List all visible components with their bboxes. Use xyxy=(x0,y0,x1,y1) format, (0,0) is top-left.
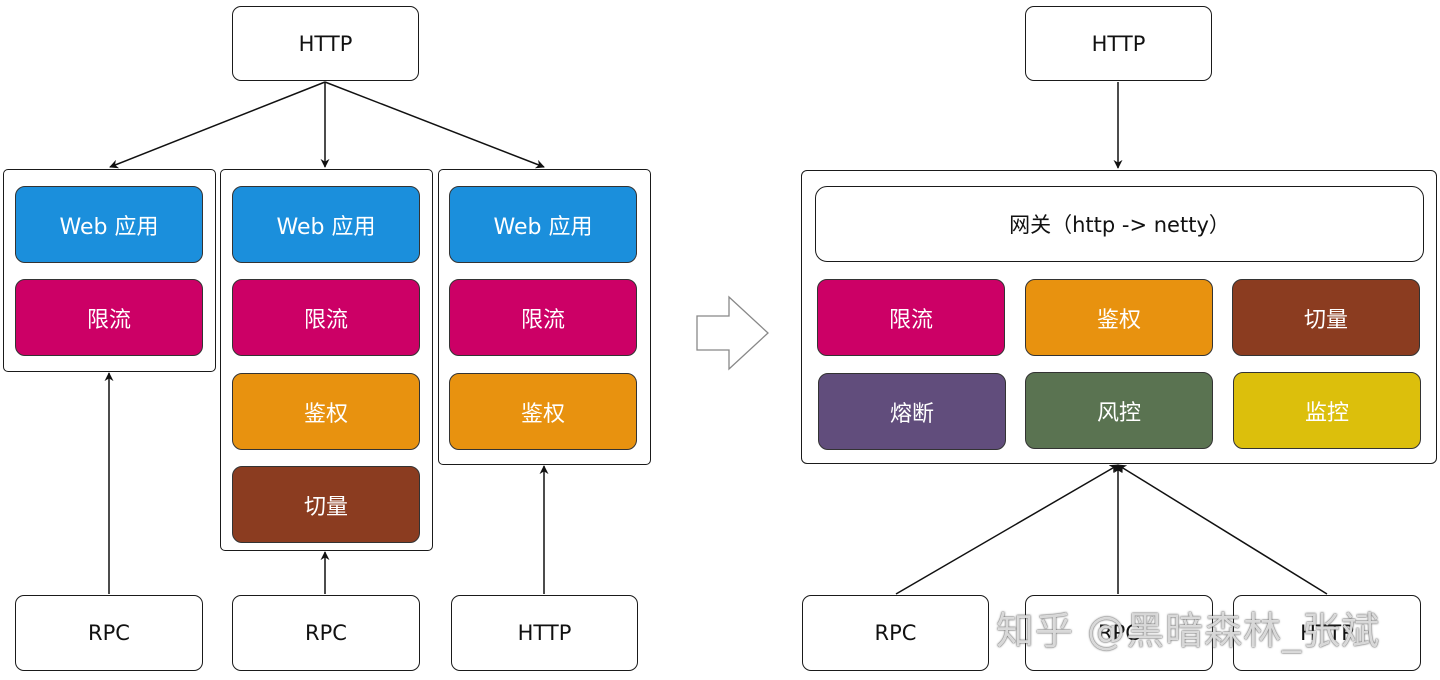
service-2-web-app-module: Web 应用 xyxy=(232,186,420,263)
service-1-web-app-module: Web 应用 xyxy=(15,186,203,263)
right-bottom-rpc-node-1: RPC xyxy=(802,595,989,671)
http-to-service-3-arrow xyxy=(324,81,545,169)
service-2-rate-limit-module: 限流 xyxy=(232,279,420,356)
service-2-cutover-module: 切量 xyxy=(232,466,420,543)
gateway-risk-control-module: 风控 xyxy=(1025,372,1213,449)
gateway-circuit-breaker-module: 熔断 xyxy=(818,373,1006,450)
service-3-auth-module: 鉴权 xyxy=(449,373,637,450)
service-3-rate-limit-module: 限流 xyxy=(449,279,637,356)
gateway-auth-module: 鉴权 xyxy=(1025,279,1213,356)
gateway-cutover-module: 切量 xyxy=(1232,279,1420,356)
hollow-right-arrow-icon xyxy=(696,295,769,371)
service-1-rate-limit-module: 限流 xyxy=(15,279,203,356)
gateway-rate-limit-module: 限流 xyxy=(817,279,1005,356)
right-top-http-node: HTTP xyxy=(1025,6,1212,81)
left-top-http-node: HTTP xyxy=(232,6,419,81)
left-bottom-http-node: HTTP xyxy=(451,595,638,671)
service-3-web-app-module: Web 应用 xyxy=(449,186,637,263)
gateway-bar: 网关（http -> netty） xyxy=(815,186,1424,262)
watermark-text: 知乎 @黑暗森林_张斌 xyxy=(996,609,1381,653)
right-bottom-rpc-node-2: RPC xyxy=(1025,595,1213,671)
gateway-monitoring-module: 监控 xyxy=(1233,372,1421,449)
left-bottom-rpc-node-1: RPC xyxy=(15,595,203,671)
service-2-auth-module: 鉴权 xyxy=(232,373,420,450)
http-to-service-1-arrow xyxy=(109,81,326,169)
left-bottom-rpc-node-2: RPC xyxy=(232,595,420,671)
http-to-gateway-bottom-arrow xyxy=(1117,464,1328,595)
rpc-1-to-gateway-arrow xyxy=(895,464,1119,595)
right-bottom-http-node: HTTP xyxy=(1233,595,1421,671)
